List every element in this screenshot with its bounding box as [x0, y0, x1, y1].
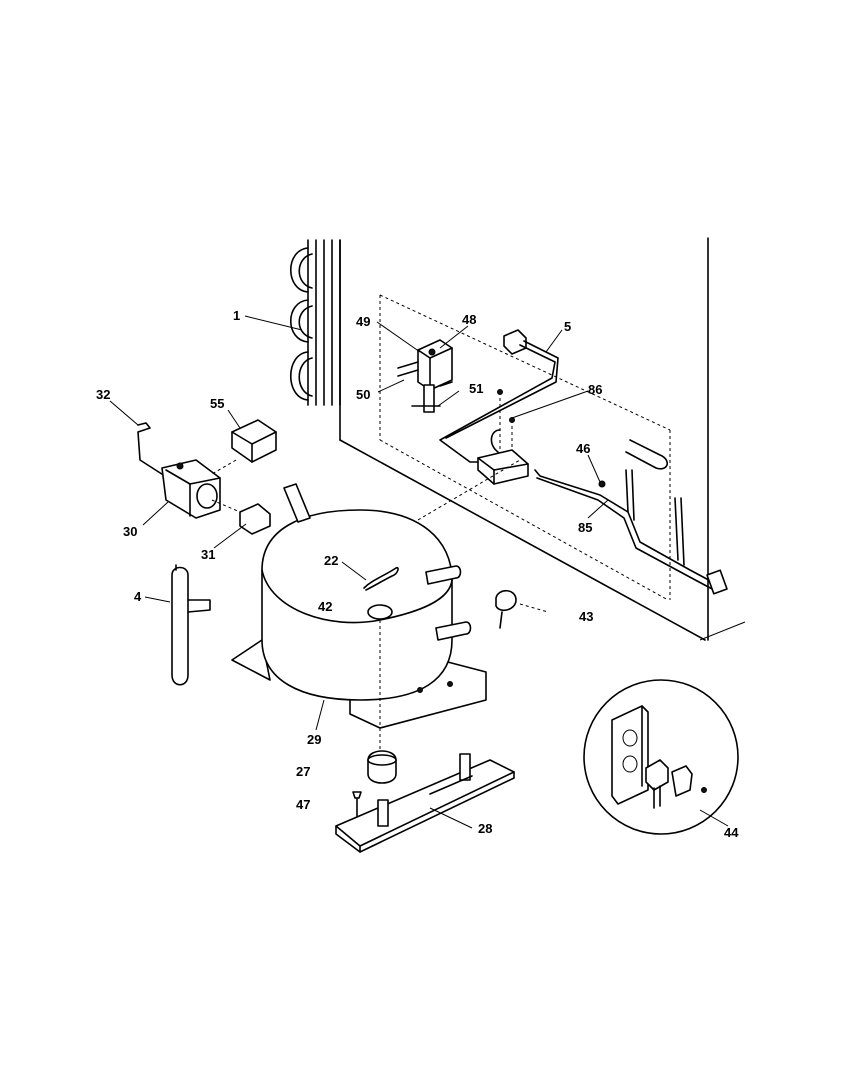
- callout-5: 5: [564, 319, 571, 334]
- callout-44: 44: [724, 825, 739, 840]
- drain-tubes: [534, 439, 728, 595]
- callout-46: 46: [576, 441, 590, 456]
- solenoid-valve: [397, 339, 453, 413]
- grommet: [367, 750, 397, 784]
- callout-22: 22: [324, 553, 338, 568]
- leader-lines: [109, 315, 729, 829]
- callout-55: 55: [210, 396, 224, 411]
- callout-29: 29: [307, 732, 321, 747]
- callout-42: 42: [318, 599, 332, 614]
- callout-1: 1: [233, 308, 240, 323]
- callout-4: 4: [134, 589, 142, 604]
- filter-drier: [171, 564, 211, 686]
- callout-32: 32: [96, 387, 110, 402]
- callout-51: 51: [469, 381, 483, 396]
- compressor: [231, 459, 521, 760]
- callout-47: 47: [296, 797, 310, 812]
- callout-labels: 1 49 48 5 50 51 86 32 55 46 85 30 31 22 …: [96, 308, 739, 840]
- relay-overload: [137, 419, 277, 535]
- callout-48: 48: [462, 312, 476, 327]
- clamp: [495, 589, 549, 629]
- callout-85: 85: [578, 520, 592, 535]
- mounting-rail: [335, 753, 515, 853]
- callout-49: 49: [356, 314, 370, 329]
- condenser-coil: [289, 239, 341, 406]
- callout-27: 27: [296, 764, 310, 779]
- callout-31: 31: [201, 547, 215, 562]
- outlet-detail: [583, 679, 739, 835]
- callout-28: 28: [478, 821, 492, 836]
- callout-86: 86: [588, 382, 602, 397]
- callout-30: 30: [123, 524, 137, 539]
- callout-50: 50: [356, 387, 370, 402]
- cabinet-outline: [339, 237, 746, 641]
- wiring-harness: [439, 329, 559, 485]
- callout-43: 43: [579, 609, 593, 624]
